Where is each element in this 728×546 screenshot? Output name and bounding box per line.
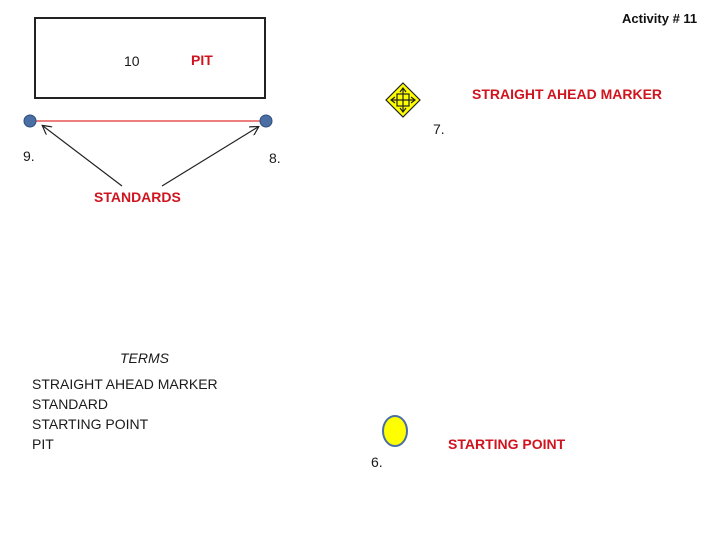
term-item: PIT [32, 436, 54, 452]
starting-point-marker [382, 415, 408, 447]
standard-right-number: 8. [269, 150, 281, 166]
pit-rectangle [34, 17, 266, 99]
starting-point-number: 6. [371, 454, 383, 470]
straight-ahead-marker-label: STRAIGHT AHEAD MARKER [472, 86, 663, 102]
starting-point-label: STARTING POINT [448, 436, 566, 452]
straight-ahead-marker-icon [385, 82, 421, 118]
terms-title: TERMS [120, 350, 169, 366]
arrow-to-left-standard [43, 126, 123, 187]
straight-ahead-marker-number: 7. [433, 121, 445, 137]
activity-title: Activity # 11 [622, 11, 698, 26]
term-item: STARTING POINT [32, 416, 149, 432]
term-item: STRAIGHT AHEAD MARKER [32, 376, 218, 392]
standard-right-dot [259, 114, 273, 128]
standard-left-number: 9. [23, 148, 35, 164]
terms-list: STRAIGHT AHEAD MARKER STANDARD STARTING … [32, 374, 218, 454]
arrow-to-right-standard [161, 127, 258, 187]
standards-label: STANDARDS [94, 189, 181, 205]
standard-left-dot [23, 114, 37, 128]
term-item: STANDARD [32, 396, 108, 412]
pit-number: 10 [124, 53, 140, 69]
pit-label: PIT [191, 52, 213, 68]
